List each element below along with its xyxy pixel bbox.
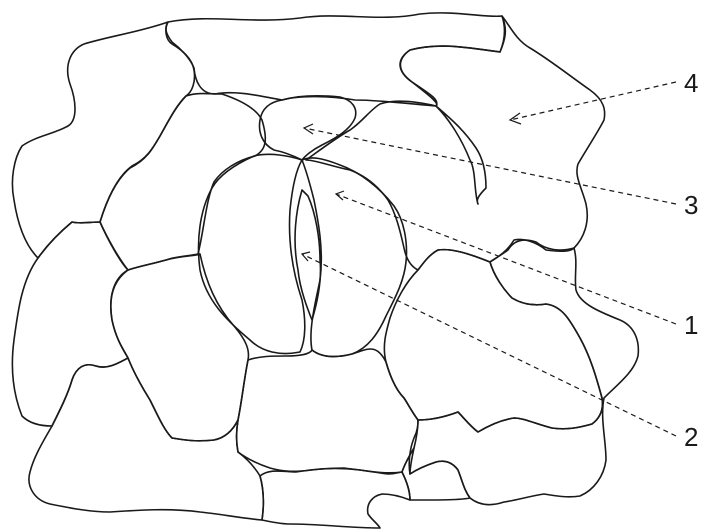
label-3: 3 [684,190,698,220]
cell-top-left [12,22,194,258]
cell-top [166,13,505,106]
guard-cell-right [302,158,407,357]
cell-bottom-middle [260,468,410,528]
arrowhead-2-icon [302,252,310,261]
cell-upper-left [100,94,265,271]
cell-right-upper [306,16,605,270]
cell-outlines [12,13,638,528]
label-1: 1 [684,310,698,340]
leader-line-2 [302,254,676,436]
leader-line-4 [510,82,676,120]
cell-right-middle [384,250,602,432]
cell-apical [260,96,356,160]
cell-center-left [111,254,249,441]
cell-bottom-right [402,448,470,500]
leader-line-1 [336,194,676,324]
cell-left-middle [12,222,128,426]
cell-lower-center [237,349,419,473]
label-4: 4 [684,68,698,98]
labels: 4 3 1 2 [684,68,698,452]
cell-bottom-left [29,358,263,520]
leader-line-3 [304,128,676,204]
cell-far-right [409,239,638,504]
guard-cell-left [199,154,305,353]
arrowhead-1-icon [336,191,344,200]
stomatal-pore [295,190,320,320]
label-2: 2 [684,422,698,452]
